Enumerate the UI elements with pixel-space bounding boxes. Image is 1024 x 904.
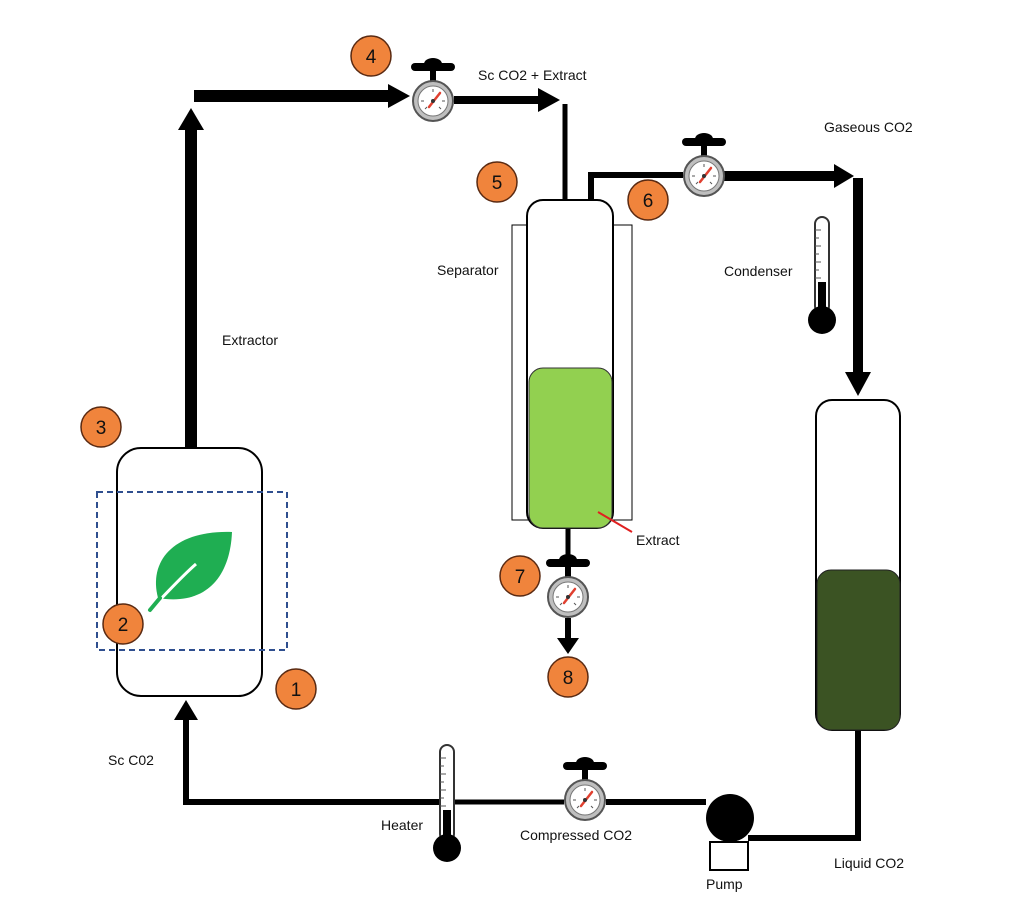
separator-vessel [511,199,633,533]
svg-text:1: 1 [291,680,302,701]
label-extractor: Extractor [222,332,278,348]
valve-gauge-icon [680,131,728,198]
step-badge: 4 [350,35,392,77]
pipes [174,84,871,841]
step-badge: 7 [499,555,541,597]
step-badge: 8 [547,656,589,698]
pipe-liquid-co2 [748,728,861,841]
label-compressed-co2: Compressed CO2 [520,827,632,843]
pipe-separator-outlet [588,172,683,200]
arrowhead-gaseous [834,164,854,188]
pump-base [709,841,749,871]
svg-text:2: 2 [118,615,129,636]
label-heater: Heater [381,817,423,833]
valve-gauge-icon [409,56,457,123]
svg-text:5: 5 [492,173,503,194]
label-condenser: Condenser [724,263,793,279]
svg-text:4: 4 [366,47,377,68]
label-separator: Separator [437,262,499,278]
arrowhead-to-separator [538,88,560,112]
arrowhead-up [178,108,204,130]
svg-text:6: 6 [643,191,654,212]
dashed-region [96,491,288,651]
liquid-co2-fill [816,569,901,731]
arrowhead-down-condenser [845,372,871,396]
arrowhead-to-valve-4 [388,84,410,108]
label-extract: Extract [636,532,680,548]
leaf-icon [148,531,232,612]
valve-gauge-icon [561,755,609,822]
pump [706,794,754,871]
label-pump: Pump [706,876,743,892]
arrowhead-to-extractor [174,700,198,720]
arrowhead-to-8 [557,638,579,654]
label-sc-co2-extract: Sc CO2 + Extract [478,67,587,83]
valve-gauge-icon [544,552,592,619]
step-badge: 1 [275,668,317,710]
svg-text:8: 8 [563,668,574,689]
step-badge: 2 [102,603,144,645]
extractor-vessel [96,447,288,697]
step-badge: 6 [627,179,669,221]
label-liquid-co2: Liquid CO2 [834,855,904,871]
label-gaseous-co2: Gaseous CO2 [824,119,913,135]
thermometer-icon [807,216,837,335]
step-badge: 3 [80,406,122,448]
pipe-sc-co2 [183,720,442,805]
label-sc-co2: Sc C02 [108,752,154,768]
svg-text:7: 7 [515,567,526,588]
extract-pointer [597,511,633,533]
extract-fill [528,367,613,529]
step-badge: 5 [476,161,518,203]
svg-text:3: 3 [96,418,107,439]
liquid-co2-vessel [815,399,901,731]
pump-icon [706,794,754,842]
